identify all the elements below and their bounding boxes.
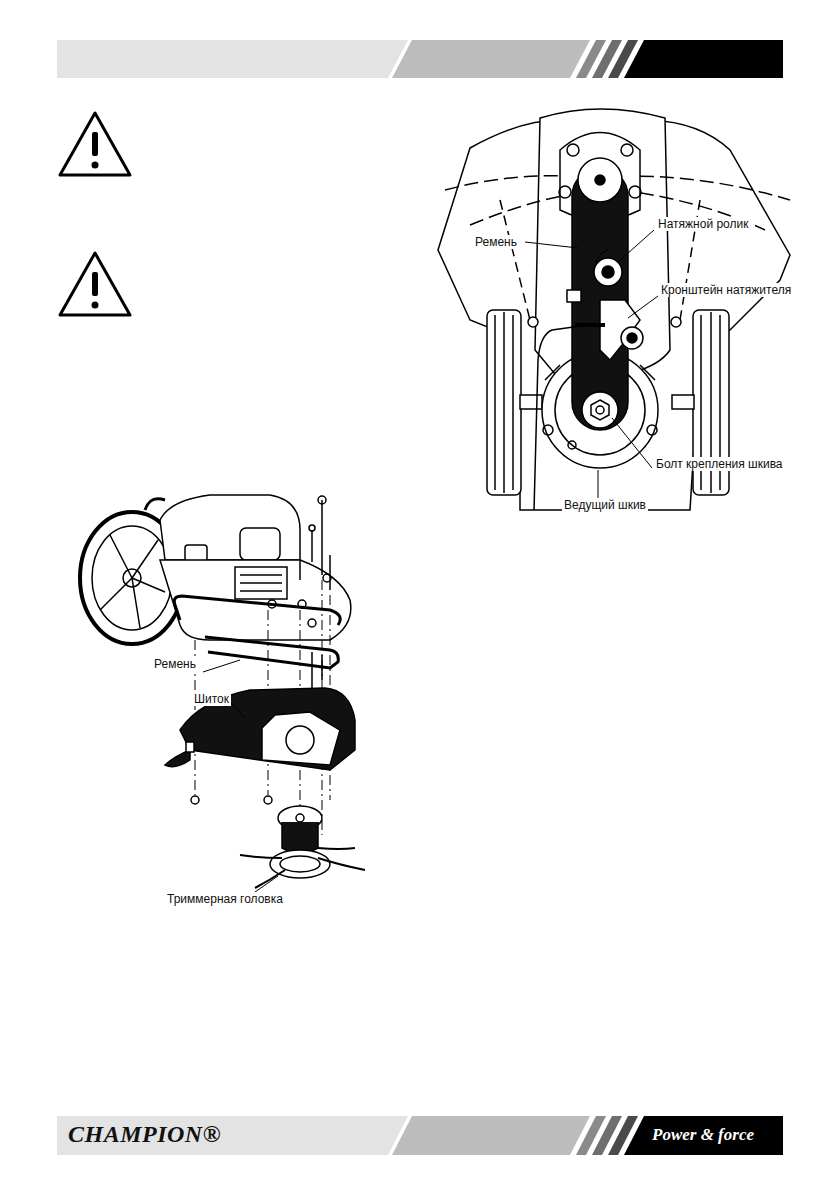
part-label: Шиток bbox=[192, 692, 231, 706]
part-label: Ремень bbox=[473, 235, 519, 249]
part-label: Болт крепления шкива bbox=[654, 457, 785, 471]
brand-slogan: Power & force bbox=[650, 1125, 756, 1145]
part-label: Кронштейн натяжителя bbox=[659, 283, 793, 297]
brand-logo: CHAMPION® bbox=[66, 1120, 223, 1148]
warning-icon bbox=[60, 113, 130, 175]
part-label: Триммерная головка bbox=[165, 892, 285, 906]
exploded-view-illustration bbox=[80, 495, 365, 892]
footer-bar bbox=[57, 1116, 783, 1155]
header-bar bbox=[57, 40, 783, 78]
warning-icon bbox=[60, 253, 130, 315]
part-label: Ремень bbox=[152, 657, 198, 671]
part-label: Натяжной ролик bbox=[656, 217, 750, 231]
belt-drive-illustration bbox=[438, 109, 790, 510]
part-label: Ведущий шкив bbox=[562, 498, 648, 512]
